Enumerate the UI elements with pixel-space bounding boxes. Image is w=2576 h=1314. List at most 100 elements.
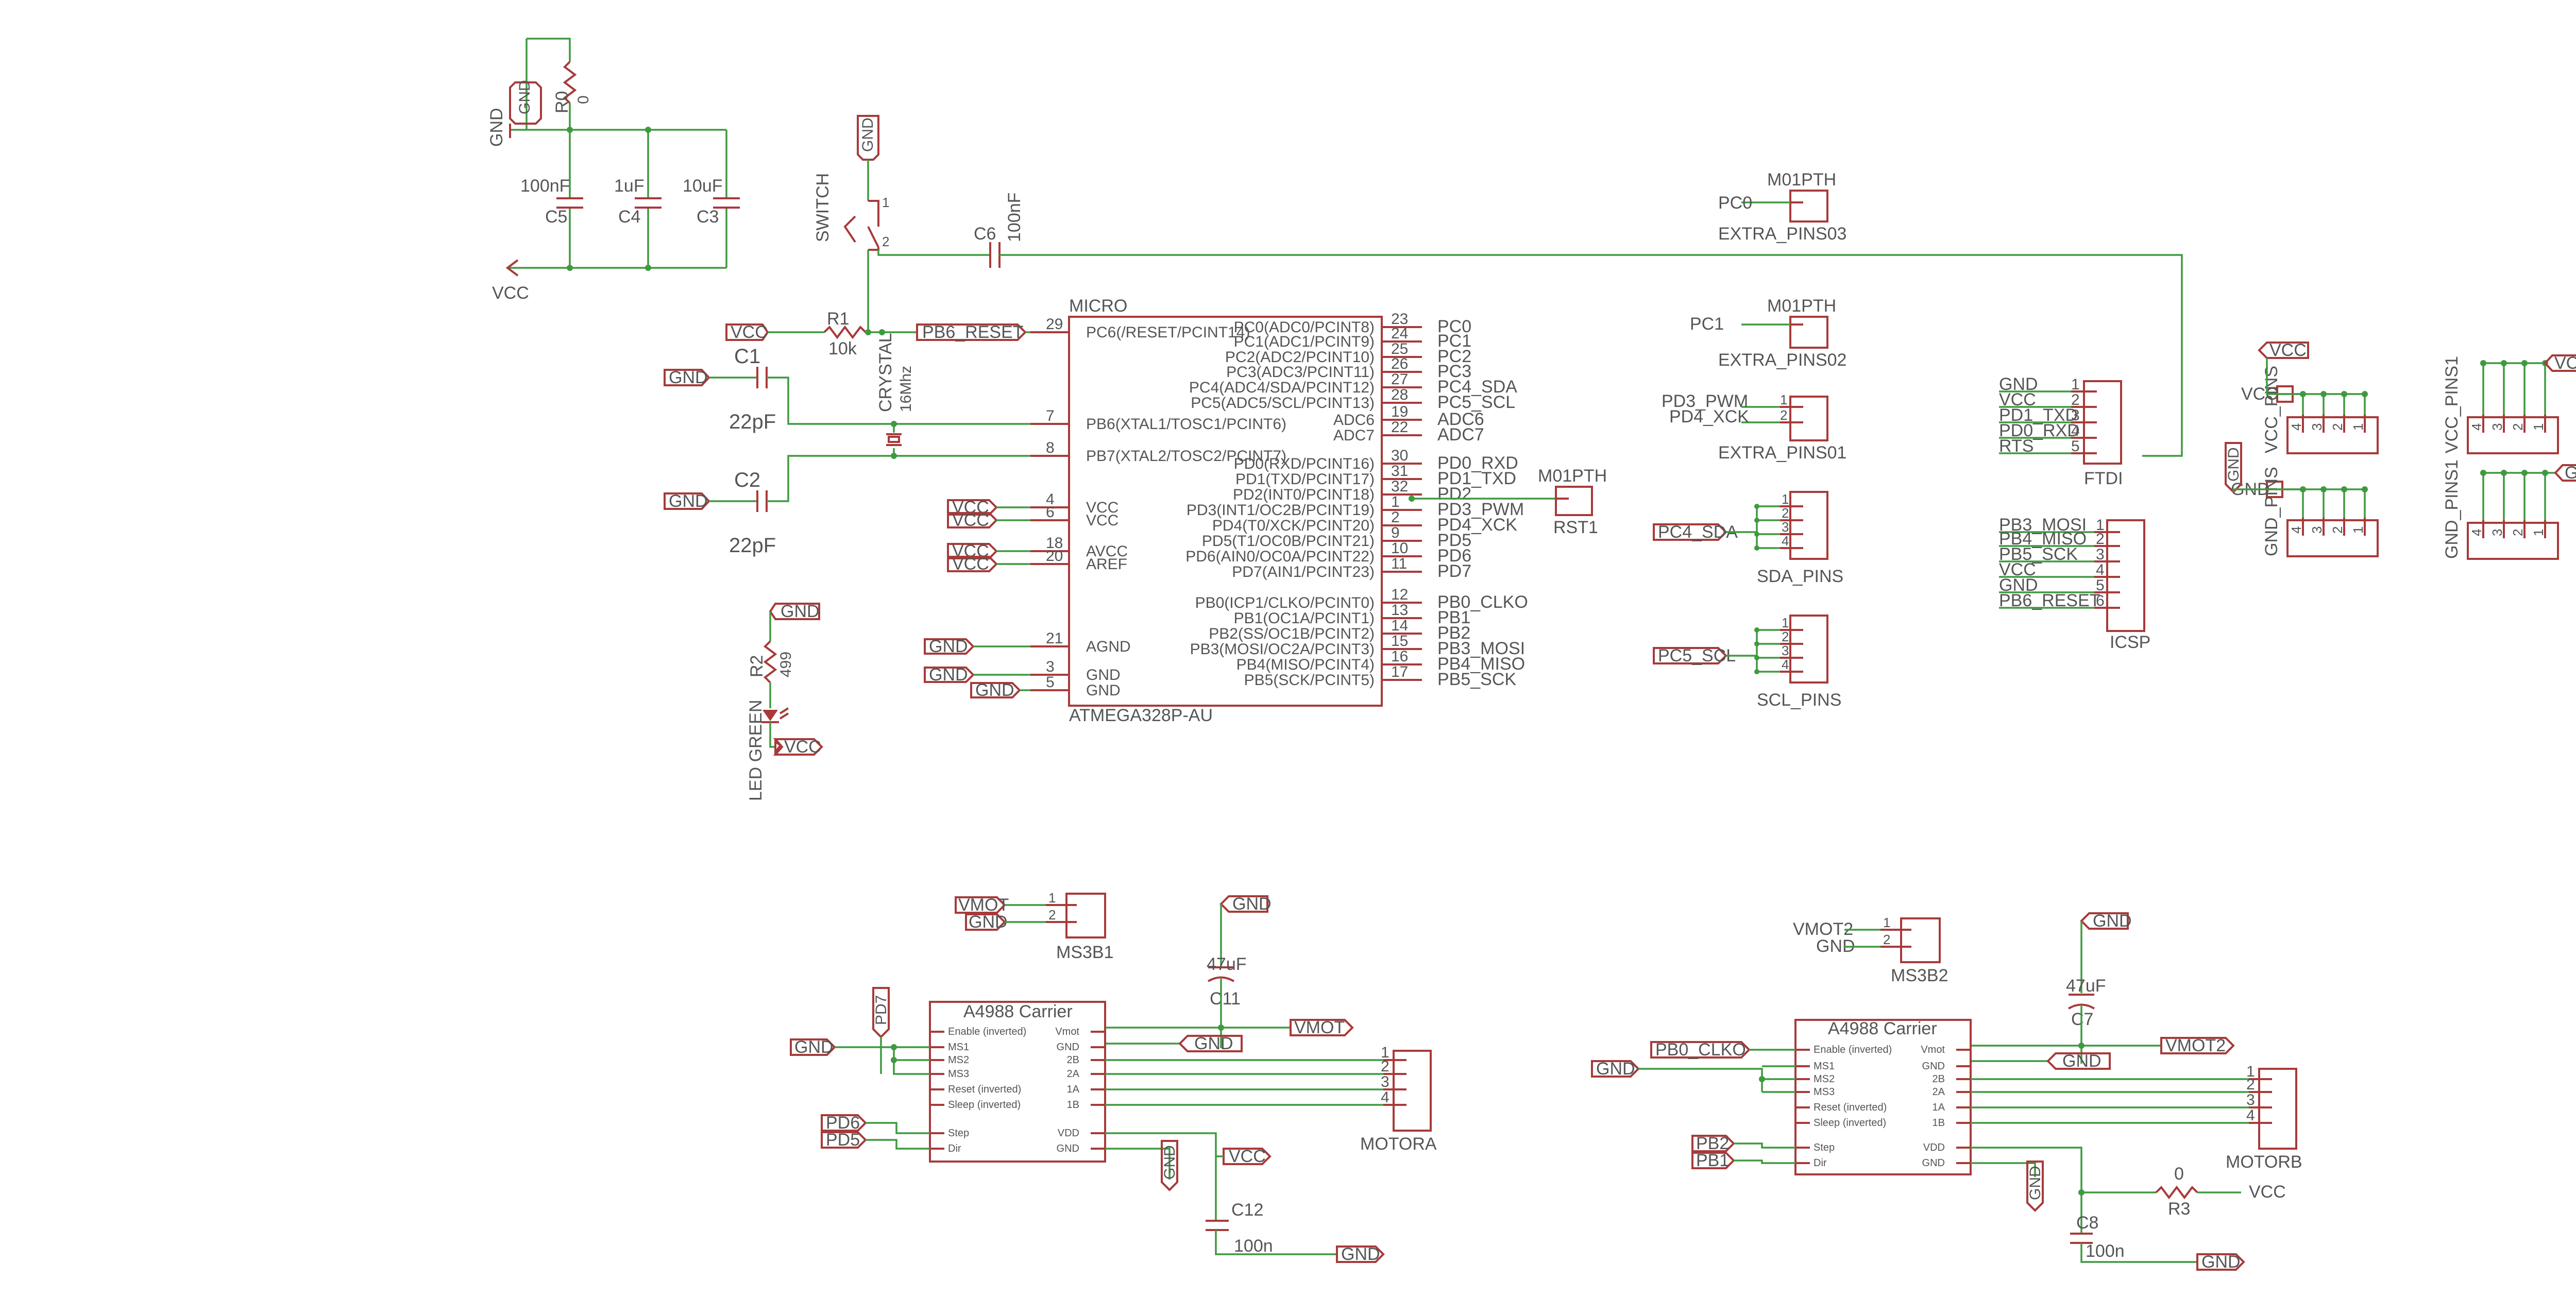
mcu-net-label: GND [975, 680, 1014, 700]
sda-net: PC4_SDA [1658, 522, 1738, 542]
mcu-right-pin-num: 24 [1391, 325, 1408, 342]
icsp-pin-net: PB4_MISO [1999, 529, 2087, 549]
led-name: LED GREEN [746, 700, 766, 801]
carrier-a-vcc-tag [1223, 1148, 1272, 1165]
mcu-right-pin-num: 25 [1391, 340, 1408, 357]
header-net: VCC [2554, 353, 2576, 373]
svg-text:2: 2 [1048, 907, 1056, 923]
carrier-left-label: Dir [948, 1143, 961, 1154]
r2-value: 499 [777, 652, 794, 677]
e1-net-2: PD4_XCK [1669, 407, 1749, 426]
mcu-right-pin-name: ADC6 [1333, 412, 1375, 429]
mcu-left-pin-num: 21 [1046, 630, 1063, 647]
motor-pin-num: 2 [1381, 1058, 1389, 1075]
icsp-pin-num: 1 [2096, 517, 2105, 534]
e1-net-1: PD3_PWM [1662, 391, 1748, 411]
c3-capacitor [713, 197, 740, 209]
ftdi-pin-num: 1 [2071, 376, 2080, 393]
carrier-right-label: 2B [1933, 1073, 1945, 1085]
header-pin-num: 1 [2531, 423, 2546, 431]
header-net-tag [2544, 354, 2576, 372]
ms3b1-gnd: GND [969, 912, 1008, 932]
carrier-right-label: Vmot [1921, 1044, 1945, 1055]
mcu-right-pin-num: 16 [1391, 648, 1408, 665]
carrier-a-gnd-bottom-tag [1161, 1140, 1178, 1191]
rst1-block: M01PTH RST1 [1409, 466, 1607, 537]
mcu-right-net: PB4_MISO [1437, 654, 1525, 674]
e1-name: EXTRA_PINS01 [1718, 443, 1846, 463]
mcu-left-pin-num: 18 [1046, 535, 1063, 552]
carrier-right-label: VDD [1923, 1142, 1945, 1153]
sda-net-tag [1653, 523, 1727, 541]
svg-text:1: 1 [1782, 491, 1789, 507]
mcu-left-pin-name: GND [1086, 682, 1121, 699]
svg-text:3: 3 [1782, 519, 1789, 535]
c8-gnd-tag [2196, 1253, 2245, 1271]
header-pin-num: 1 [2350, 526, 2366, 534]
vcc-pins-tag-label: VCC [2269, 340, 2307, 360]
carrier-left-label: Sleep (inverted) [1814, 1117, 1886, 1129]
header-pin-num: 2 [2510, 423, 2526, 431]
mcu-right-net: PD0_RXD [1437, 453, 1518, 473]
carrier-left-label: MS1 [948, 1042, 969, 1053]
mcu-right-pin-name: PD4(T0/XCK/PCINT20) [1212, 517, 1375, 534]
c12-value: 100n [1234, 1236, 1273, 1256]
carrier-left-label: MS2 [1814, 1073, 1835, 1085]
r2-resistor [763, 640, 777, 684]
gnd-pins-tag-label: GND [2225, 447, 2242, 482]
motorb-gnd: GND [2062, 1051, 2102, 1071]
carrier-b-gnd-left: GND [1596, 1059, 1635, 1079]
svg-text:4: 4 [1782, 533, 1789, 549]
mcu-net-label: GND [929, 637, 968, 656]
pb0-clko-net: PB0_CLKO [1655, 1040, 1746, 1060]
ms3b1-vmot: VMOT [958, 895, 1009, 915]
icsp-pin-net: GND [1999, 575, 2038, 595]
mcu-right-net: PD4_XCK [1437, 515, 1517, 535]
mcu-right-net: PB0_CLKO [1437, 592, 1528, 612]
motor-pin-num: 3 [2246, 1091, 2255, 1108]
mcu-left-pin-name: PB7(XTAL2/TOSC2/PCINT7) [1086, 448, 1286, 465]
svg-text:2: 2 [1780, 407, 1787, 423]
icsp-pin-net: PB6_RESET [1999, 591, 2100, 610]
mcu-right-pin-num: 11 [1391, 555, 1407, 572]
ftdi-pin-net: RTS [1999, 436, 2033, 456]
svg-text:4: 4 [1782, 657, 1789, 672]
carrier-left-label: Enable (inverted) [948, 1026, 1026, 1037]
carrier-left-label: MS3 [1814, 1086, 1835, 1098]
mcu-right-pin-num: 28 [1391, 386, 1408, 403]
header-pin-num: 3 [2309, 526, 2325, 534]
mcu-left-pin-name: VCC [1086, 499, 1118, 516]
mcu-right-pin-num: 30 [1391, 447, 1408, 464]
mcu-right-pin-name: PB1(OC1A/PCINT1) [1234, 610, 1375, 627]
mcu-right-net: PD3_PWM [1437, 500, 1524, 519]
crystal-name: CRYSTAL [876, 333, 895, 412]
carrier-right-label: VDD [1058, 1128, 1079, 1139]
mcu-right-pin-name: PC5(ADC5/SCL/PCINT13) [1191, 395, 1375, 412]
carrier-left-label: Step [948, 1128, 969, 1139]
r3-value: 0 [2174, 1164, 2184, 1184]
mcu-right-pin-name: PD7(AIN1/PCINT23) [1232, 564, 1375, 581]
header-net-tag [2554, 464, 2576, 482]
carrier-b-gnd-bottom: GND [2027, 1166, 2044, 1200]
ms3b2-name: MS3B2 [1891, 966, 1948, 985]
c2-value: 22pF [729, 534, 776, 557]
header-net-tag [2276, 385, 2294, 403]
r1-value: 10k [828, 339, 857, 359]
motor-a-block: VMOT GND 12 MS3B1 GND 47uF C11 VMOT GND … [790, 890, 1437, 1264]
carrier-left-label: MS3 [948, 1068, 969, 1080]
mcu-right-net: PC2 [1437, 347, 1471, 366]
mcu-left-pin-num: 20 [1046, 548, 1063, 565]
ftdi-name: FTDI [2084, 469, 2123, 488]
svg-text:1: 1 [1048, 890, 1056, 906]
mcu-right-pin-num: 2 [1391, 509, 1400, 526]
c11-name: C11 [1210, 989, 1241, 1009]
icsp-name: ICSP [2110, 633, 2150, 652]
vmot-net: VMOT [1294, 1018, 1345, 1037]
mcu-right-pin-name: PC4(ADC4/SDA/PCINT12) [1189, 379, 1375, 396]
c6-capacitor [989, 242, 1001, 268]
mcu-right-pin-num: 23 [1391, 311, 1408, 328]
mcu-net-tag [924, 638, 975, 655]
icsp-connector: 1PB3_MOSI2PB4_MISO3PB5_SCK4VCC5GND6PB6_R… [1999, 515, 2150, 652]
motor-pin-num: 2 [2246, 1076, 2255, 1093]
